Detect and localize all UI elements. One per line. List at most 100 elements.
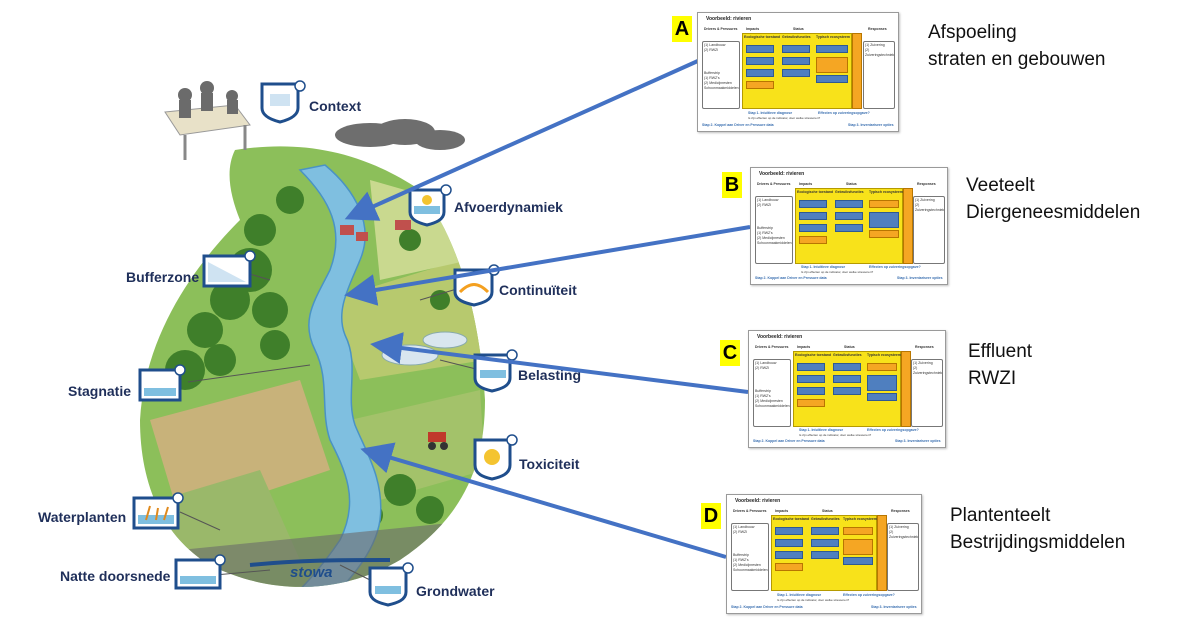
mini-pressure-3: (2) Medicijnresten xyxy=(733,563,761,567)
mini-sub-ecologisch: Ecologische toestand xyxy=(773,517,810,521)
mini-step-q: Effecten op zuiveringsopgave? xyxy=(818,111,870,115)
mini-pressure-2: (1) RWZ's xyxy=(733,558,749,562)
mini-title: Voorbeeld: rivieren xyxy=(706,16,752,22)
mini-title: Voorbeeld: rivieren xyxy=(757,334,803,340)
badge-b: B xyxy=(722,172,742,198)
label-grondwater: Grondwater xyxy=(416,583,495,599)
mini-sub-gebruik: Gebruiksfuncties xyxy=(833,353,862,357)
mini-sub-ecologisch: Ecologische toestand xyxy=(797,190,834,194)
mini-step3: Stap 3. Inventariseer opties xyxy=(897,276,943,280)
mini-step3: Stap 3. Inventariseer opties xyxy=(895,439,941,443)
mini-pressure-2: (1) RWZ's xyxy=(755,394,771,398)
mini-col-drivers: Drivers & Pressures xyxy=(733,509,767,513)
mini-step1-sub: Is zijn effecten op de indicator, door w… xyxy=(799,433,872,437)
mini-step2: Stap 2. Koppel aan Driver en Pressure da… xyxy=(755,276,827,280)
mini-driver-1: (1) Landbouw xyxy=(757,198,779,202)
mini-step1: Stap 1. Intuïtieve diagnose xyxy=(777,593,822,597)
label-stagnatie: Stagnatie xyxy=(68,383,132,399)
mini-response-1: (1) Zuivering xyxy=(889,525,909,529)
label-context: Context xyxy=(309,98,362,114)
mini-col-status: Status xyxy=(846,182,857,186)
label-toxiciteit: Toxiciteit xyxy=(519,456,580,472)
mini-col-status: Status xyxy=(793,27,804,31)
case-d-line1: Plantenteelt xyxy=(950,505,1051,526)
mini-col-responses: Responses xyxy=(915,345,934,349)
mini-pressure-4: Schoonmaakmiddelen xyxy=(704,86,739,90)
case-d-line2: Bestrijdingsmiddelen xyxy=(950,532,1126,553)
mini-sub-typisch: Typisch ecosysteem xyxy=(867,353,901,357)
mini-col-impacts: Impacts xyxy=(797,345,811,349)
mini-step1-sub: Is zijn effecten op de indicator, door w… xyxy=(801,270,874,274)
mini-sub-typisch: Typisch ecosysteem xyxy=(816,35,850,39)
case-d-text: Plantenteelt Bestrijdingsmiddelen xyxy=(950,502,1125,556)
mini-response-1: (1) Zuivering xyxy=(865,43,885,47)
mini-pressure-1: Bufferstrip xyxy=(733,553,749,557)
mini-pressure-1: Bufferstrip xyxy=(755,389,771,393)
mini-driver-1: (1) Landbouw xyxy=(755,361,777,365)
mini-title: Voorbeeld: rivieren xyxy=(759,171,805,177)
cloud xyxy=(335,119,465,150)
mini-title: Voorbeeld: rivieren xyxy=(735,498,781,504)
badge-d: D xyxy=(701,503,721,529)
badge-a: A xyxy=(672,16,692,42)
mini-sub-ecologisch: Ecologische toestand xyxy=(744,35,781,39)
mini-step2: Stap 2. Koppel aan Driver en Pressure da… xyxy=(702,123,774,127)
mini-col-status: Status xyxy=(822,509,833,513)
mini-sub-typisch: Typisch ecosysteem xyxy=(869,190,903,194)
label-natte-doorsnede: Natte doorsnede xyxy=(60,568,171,584)
mini-col-responses: Responses xyxy=(917,182,936,186)
mini-pressure-1: Bufferstrip xyxy=(704,71,720,75)
case-b-line2: Diergeneesmiddelen xyxy=(966,202,1141,223)
context-table xyxy=(164,81,251,160)
label-afvoerdynamiek: Afvoerdynamiek xyxy=(454,199,563,215)
mini-step-q: Effecten op zuiveringsopgave? xyxy=(843,593,895,597)
mini-response-2: (2) Zuiveringstechniek xyxy=(889,530,919,539)
mini-step2: Stap 2. Koppel aan Driver en Pressure da… xyxy=(753,439,825,443)
mini-pressure-2: (1) RWZ's xyxy=(704,76,720,80)
mini-response-2: (2) Zuiveringstechniek xyxy=(915,203,945,212)
mini-diagram-d: Voorbeeld: rivieren Drivers & Pressures … xyxy=(726,494,922,614)
mini-response-1: (1) Zuivering xyxy=(913,361,933,365)
mini-pressure-4: Schoonmaakmiddelen xyxy=(757,241,792,245)
case-c-line1: Effluent xyxy=(968,341,1033,362)
stowa-logo: stowa xyxy=(290,564,333,581)
mini-step3: Stap 3. Inventariseer opties xyxy=(871,605,917,609)
case-a-line2: straten en gebouwen xyxy=(928,49,1106,70)
mini-driver-1: (1) Landbouw xyxy=(733,525,755,529)
mini-pressure-4: Schoonmaakmiddelen xyxy=(755,404,790,408)
mini-col-responses: Responses xyxy=(868,27,887,31)
mini-sub-ecologisch: Ecologische toestand xyxy=(795,353,832,357)
label-bufferzone: Bufferzone xyxy=(126,269,200,285)
mini-response-2: (2) Zuiveringstechniek xyxy=(865,48,895,57)
mini-driver-2: (2) RWZI xyxy=(704,48,719,52)
mini-col-drivers: Drivers & Pressures xyxy=(755,345,789,349)
mini-diagram-c: Voorbeeld: rivieren Drivers & Pressures … xyxy=(748,330,946,448)
case-b-line1: Veeteelt xyxy=(966,175,1035,196)
badge-c: C xyxy=(720,340,740,366)
landscape-drop xyxy=(140,146,485,587)
mini-sub-gebruik: Gebruiksfuncties xyxy=(782,35,811,39)
mini-pressure-4: Schoonmaakmiddelen xyxy=(733,568,768,572)
mini-pressure-2: (1) RWZ's xyxy=(757,231,773,235)
mini-col-drivers: Drivers & Pressures xyxy=(704,27,738,31)
mini-step1: Stap 1. Intuïtieve diagnose xyxy=(799,428,844,432)
mini-sub-gebruik: Gebruiksfuncties xyxy=(835,190,864,194)
mini-col-status: Status xyxy=(844,345,855,349)
mini-col-impacts: Impacts xyxy=(799,182,813,186)
mini-driver-1: (1) Landbouw xyxy=(704,43,726,47)
mini-pressure-3: (2) Medicijnresten xyxy=(757,236,785,240)
mini-response-2: (2) Zuiveringstechniek xyxy=(913,366,943,375)
mini-col-impacts: Impacts xyxy=(746,27,760,31)
mini-sub-gebruik: Gebruiksfuncties xyxy=(811,517,840,521)
case-c-line2: RWZI xyxy=(968,368,1017,389)
mini-pressure-3: (2) Medicijnresten xyxy=(755,399,783,403)
mini-sub-typisch: Typisch ecosysteem xyxy=(843,517,877,521)
mini-col-drivers: Drivers & Pressures xyxy=(757,182,791,186)
case-a-text: Afspoeling straten en gebouwen xyxy=(928,19,1105,73)
mini-step1: Stap 1. Intuïtieve diagnose xyxy=(801,265,846,269)
mini-step3: Stap 3. Inventariseer opties xyxy=(848,123,894,127)
mini-step1-sub: Is zijn effecten op de indicator, door w… xyxy=(777,598,850,602)
case-c-text: Effluent RWZI xyxy=(968,338,1032,392)
mini-driver-2: (2) RWZI xyxy=(755,366,770,370)
